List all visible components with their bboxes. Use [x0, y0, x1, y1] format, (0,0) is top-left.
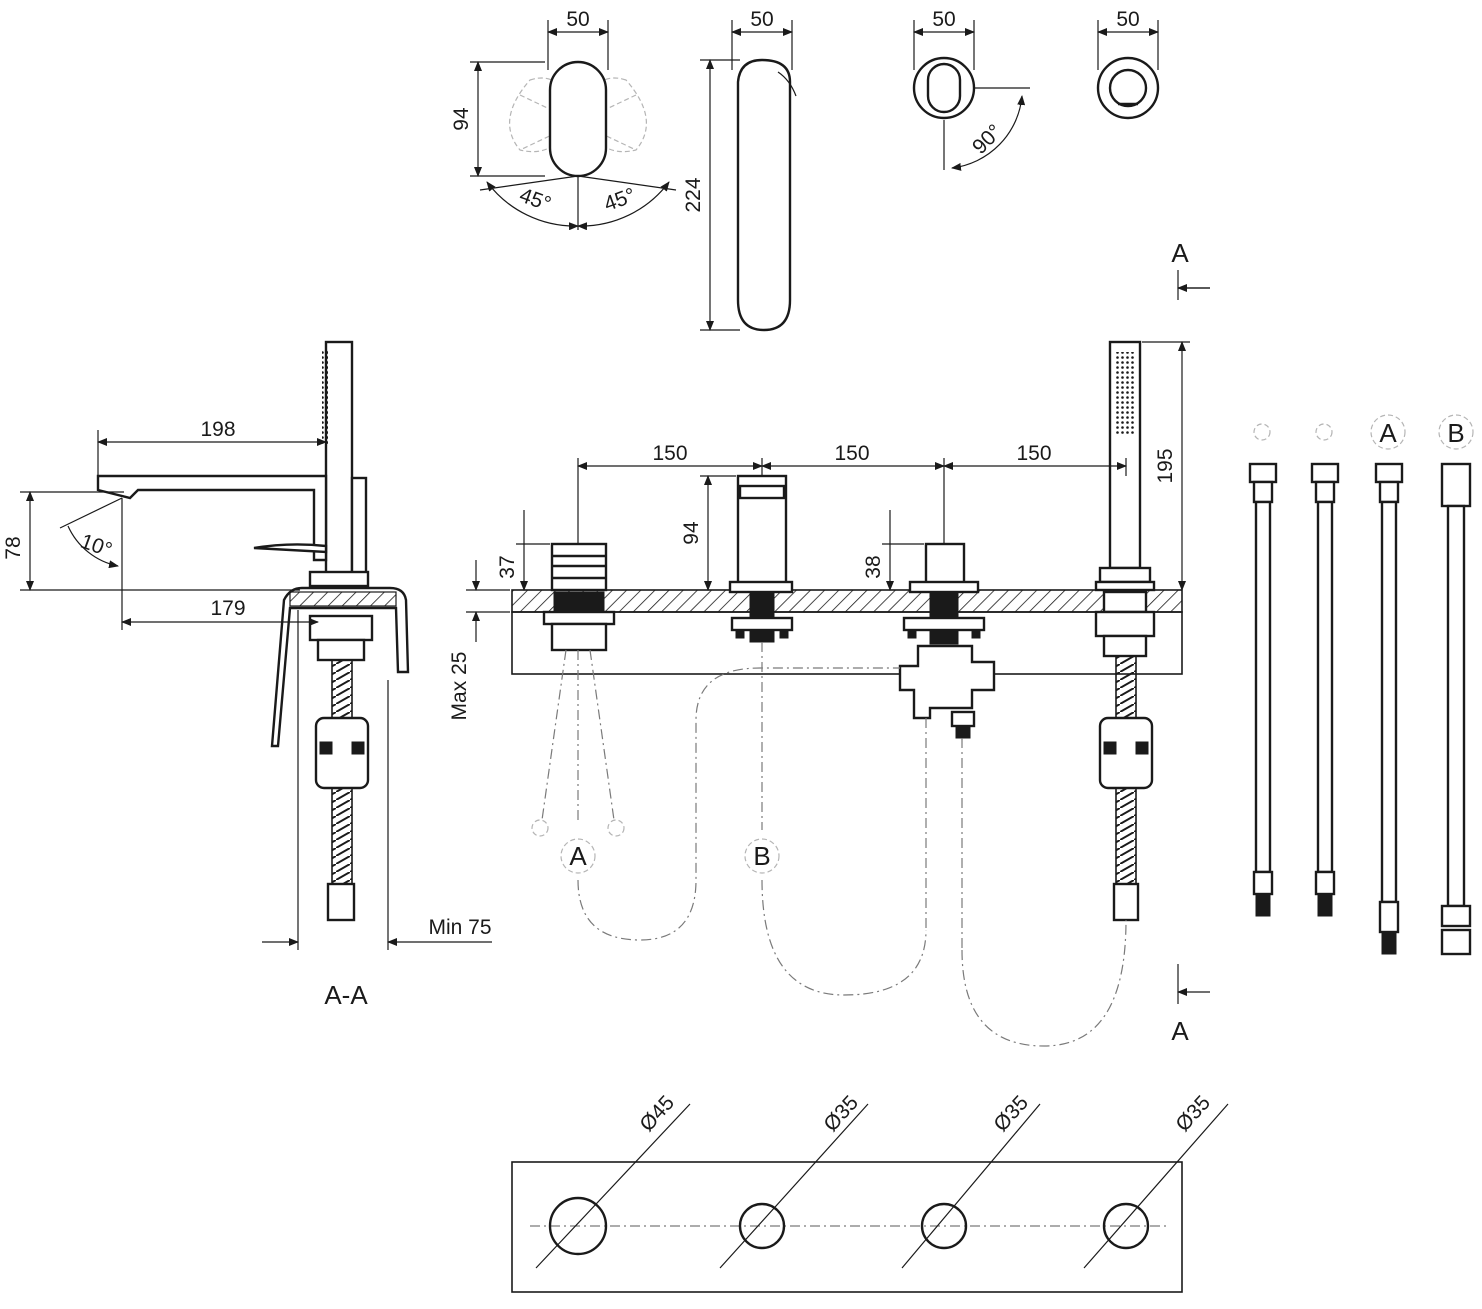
diverter-height-label: 38 — [862, 555, 885, 578]
supply-hose-label-b: B — [1447, 418, 1464, 448]
hole-diameter-4: Ø35 — [1171, 1091, 1215, 1136]
supply-hose-1 — [1248, 462, 1278, 917]
angle-right-label: 45° — [601, 184, 639, 216]
top-view-shower-holder: 50 — [1096, 8, 1160, 120]
angle-left-label: 45° — [516, 184, 554, 216]
shower-height-label: 195 — [1154, 448, 1177, 483]
hole-plate: Ø45 Ø35 Ø35 Ø35 — [511, 1091, 1229, 1293]
spout-length-label: 224 — [682, 177, 705, 212]
cut-marker-top: A — [1171, 238, 1189, 268]
hose-label-a: A — [569, 841, 587, 871]
section-angle-label: 10° — [77, 530, 115, 562]
top-view-diverter-knob: 50 90° — [912, 8, 1030, 171]
section-title: A-A — [324, 980, 368, 1010]
section-height-label: 78 — [2, 536, 25, 559]
supply-hoses: A B — [1248, 414, 1474, 956]
top-view-lever: 50 94 45° 45° — [450, 8, 677, 231]
supply-hose-2 — [1310, 462, 1340, 917]
supply-hose-b — [1440, 462, 1472, 956]
hole-diameter-2: Ø35 — [819, 1091, 863, 1136]
top-view-spout: 50 224 — [682, 8, 797, 332]
hole-diameter-1: Ø45 — [635, 1091, 679, 1136]
max-thickness-label: Max 25 — [448, 652, 471, 721]
supply-hose-a — [1374, 462, 1404, 955]
front-elevation: 150 150 150 37 94 38 195 Max 25 A A A B — [448, 238, 1210, 1047]
section-reach-label: 179 — [210, 597, 245, 620]
section-a-a: 198 78 10° 179 Min 75 A-A — [2, 340, 492, 1010]
section-min-label: Min 75 — [428, 916, 491, 939]
spacing-label-1: 150 — [652, 442, 687, 465]
hose-label-b: B — [753, 841, 770, 871]
lever-width-label: 50 — [566, 8, 589, 31]
spout-height-label: 94 — [680, 521, 703, 545]
spacing-label-2: 150 — [834, 442, 869, 465]
spacing-label-3: 150 — [1016, 442, 1051, 465]
supply-hose-label-a: A — [1379, 418, 1397, 448]
section-spout-length-label: 198 — [200, 418, 235, 441]
knob-width-label: 50 — [932, 8, 955, 31]
lever-height-label: 94 — [450, 107, 473, 131]
holder-width-label: 50 — [1116, 8, 1139, 31]
hole-diameter-3: Ø35 — [989, 1091, 1033, 1136]
spout-top-width-label: 50 — [750, 8, 773, 31]
mixer-height-label: 37 — [496, 555, 519, 578]
cut-marker-bottom: A — [1171, 1016, 1189, 1046]
knob-angle-label: 90° — [968, 120, 1007, 159]
